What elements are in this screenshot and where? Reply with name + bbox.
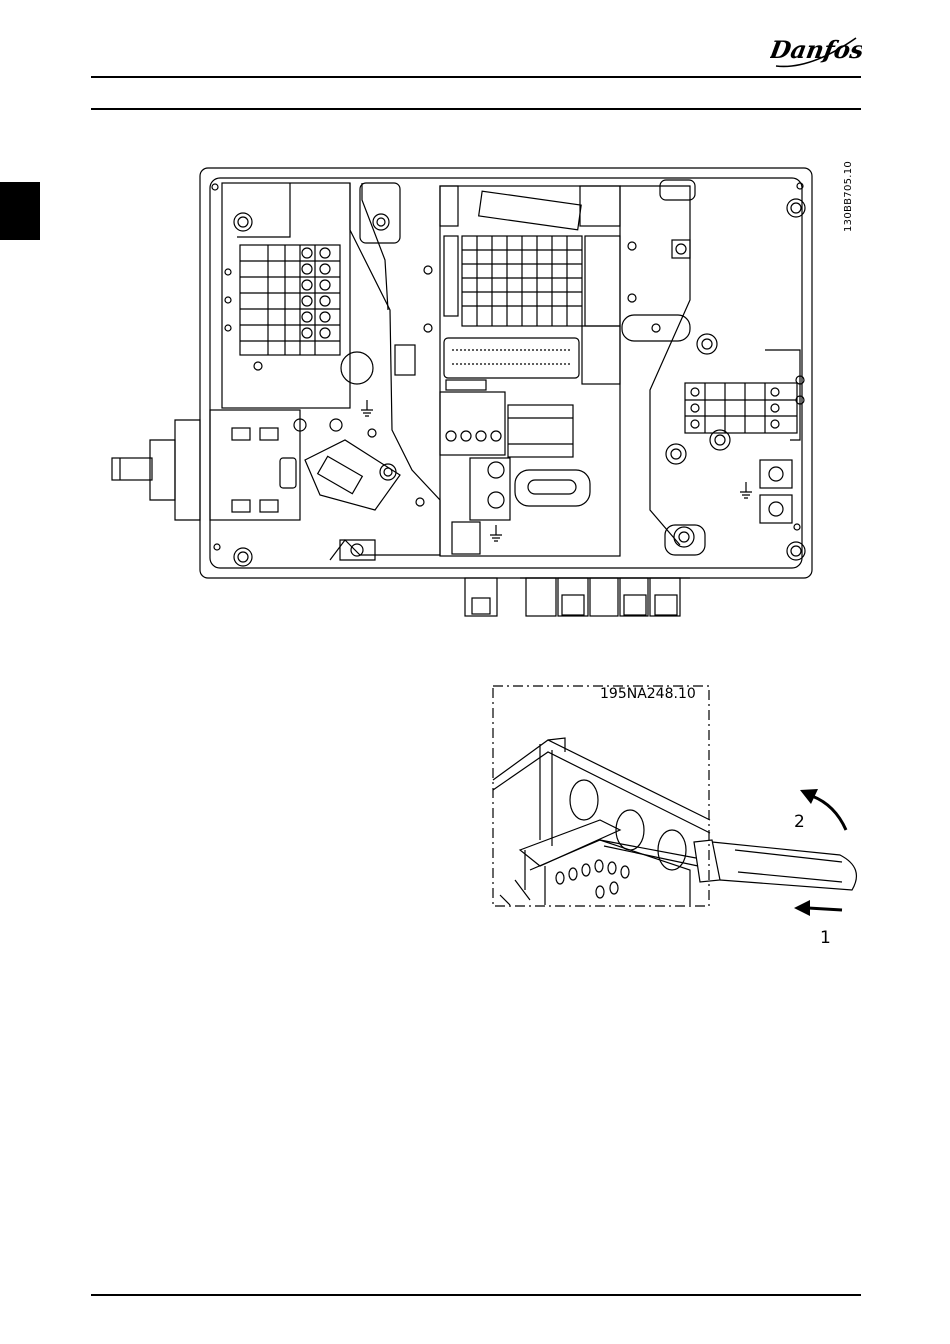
cable-glands (465, 578, 690, 616)
left-terminal-rows (240, 245, 340, 355)
header-rule-bottom (91, 108, 861, 110)
figure-id-top: 130BB705.10 (843, 161, 854, 232)
danfoss-logo: Danfoss (770, 28, 862, 72)
terminal-springs (556, 860, 629, 898)
chapter-tab (0, 182, 40, 240)
corner-screw-icon (212, 183, 805, 566)
callout-2: 2 (794, 812, 805, 832)
disconnect-switch (210, 410, 300, 520)
push-arrow-icon (794, 900, 842, 916)
rotate-arrow-icon (800, 789, 846, 830)
enclosure-drawing (100, 160, 820, 620)
header-rule-top (91, 76, 861, 78)
terminal-release-drawing (485, 680, 865, 920)
control-card (440, 186, 620, 556)
housing-outline (200, 168, 812, 578)
callout-1: 1 (820, 928, 831, 948)
footer-rule (91, 1294, 861, 1296)
connector-header (444, 338, 579, 378)
figure-id-bottom: 195NA248.10 (600, 686, 696, 702)
right-terminal-block (685, 383, 797, 433)
screwdriver-icon (600, 840, 856, 890)
switch-handle (112, 458, 152, 480)
